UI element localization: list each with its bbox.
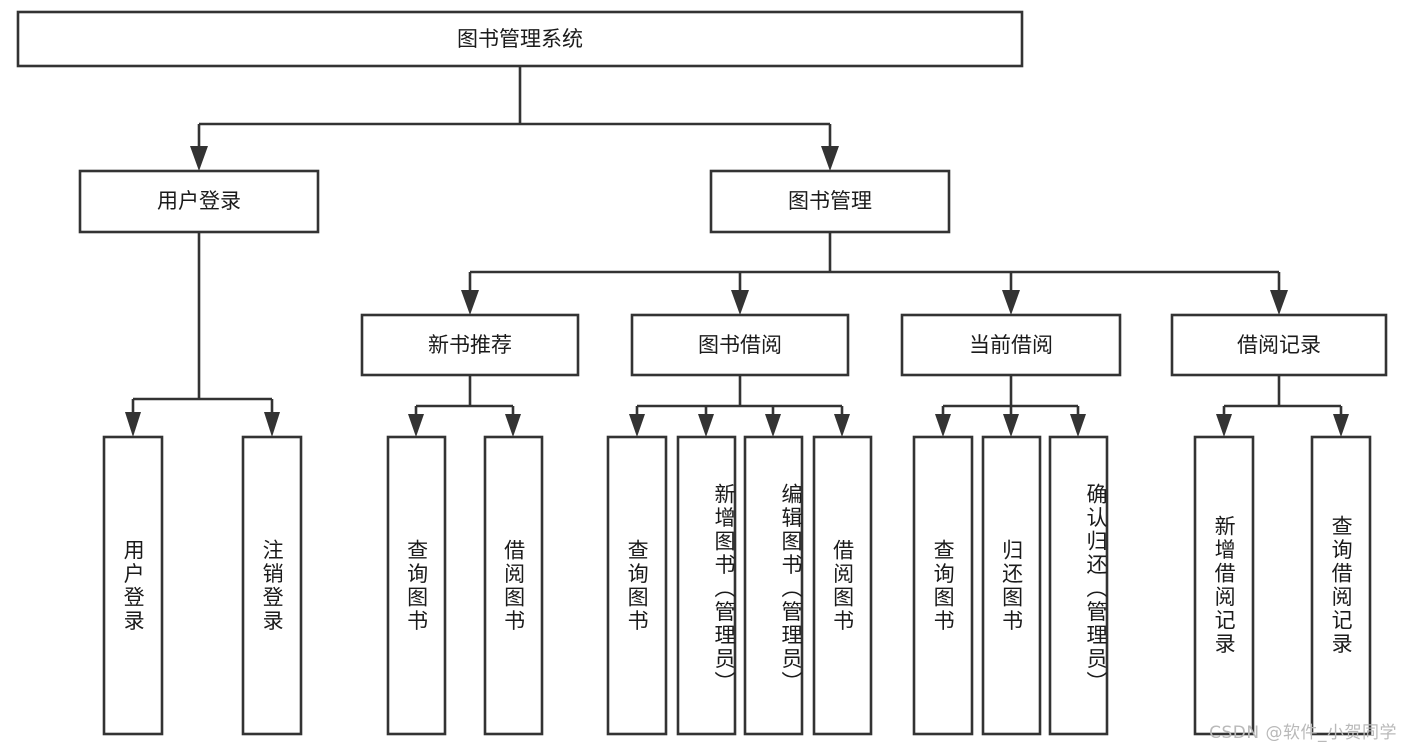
arrow-head-book-mgmt [821,146,839,171]
leaf-box-bb-borrow-book[interactable] [812,435,873,736]
arrow-head-bb-edit-book [765,414,781,437]
node-user-login-box[interactable] [78,169,320,234]
node-current-borrow[interactable]: 当前借阅 [900,313,1122,377]
node-root-box[interactable] [16,10,1024,68]
node-book-borrow-box[interactable] [630,313,850,377]
arrow-head-cb-confirm-return [1070,414,1086,437]
node-new-book-recommend-box[interactable] [360,313,580,377]
connector-group-user-login [125,232,280,437]
arrow-head-bb-add-book [698,414,714,437]
leaf-box-cb-confirm-return[interactable] [1048,435,1109,736]
node-book-borrow-label: 图书借阅 [698,333,782,357]
node-borrow-record[interactable]: 借阅记录 [1170,313,1388,377]
leaf-box-br-query-record[interactable] [1310,435,1372,736]
node-borrow-record-label: 借阅记录 [1237,333,1321,357]
connector-group-new-book-rec [408,375,521,437]
node-new-book-recommend-label: 新书推荐 [428,333,512,357]
leaf-box-user-login[interactable] [102,435,164,736]
arrow-head-leaf-user-login [125,412,141,437]
leaf-nodes-group [102,435,1372,736]
arrow-head-nbr-borrow-book [505,414,521,437]
leaf-box-bb-query-book[interactable] [606,435,668,736]
arrow-head-current-borrow [1002,290,1020,315]
connector-group-borrow-record [1216,375,1349,437]
node-user-login[interactable]: 用户登录 [78,169,320,234]
leaf-box-bb-add-book[interactable] [676,435,737,736]
node-new-book-recommend[interactable]: 新书推荐 [360,313,580,377]
node-root-label: 图书管理系统 [457,27,583,51]
leaf-box-logout[interactable] [241,435,303,736]
connector-group-root [190,66,839,171]
leaf-box-br-add-record[interactable] [1193,435,1255,736]
leaf-box-nbr-borrow-book[interactable] [483,435,544,736]
arrow-head-cb-query-book [935,414,951,437]
arrow-head-user-login [190,146,208,171]
arrow-head-leaf-logout [264,412,280,437]
arrow-head-br-add-record [1216,414,1232,437]
node-book-management-box[interactable] [709,169,951,234]
arrow-head-new-book-rec [461,290,479,315]
node-borrow-record-box[interactable] [1170,313,1388,377]
arrow-head-br-query-record [1333,414,1349,437]
arrow-head-cb-return-book [1003,414,1019,437]
node-current-borrow-label: 当前借阅 [969,333,1053,357]
connector-group-current-borrow [935,375,1086,437]
csdn-watermark: CSDN @软件_小贺同学 [1209,723,1397,743]
leaf-box-bb-edit-book[interactable] [743,435,804,736]
connector-group-book-borrow [629,375,850,437]
arrow-head-bb-borrow-book [834,414,850,437]
node-current-borrow-box[interactable] [900,313,1122,377]
node-root[interactable]: 图书管理系统 [16,10,1024,68]
arrow-head-bb-query-book [629,414,645,437]
leaf-box-nbr-query-book[interactable] [386,435,447,736]
connector-group-book-mgmt [461,232,1288,315]
leaf-box-cb-query-book[interactable] [912,435,974,736]
arrow-head-nbr-query-book [408,414,424,437]
node-user-login-label: 用户登录 [157,189,241,213]
arrow-head-borrow-record [1270,290,1288,315]
arrow-head-book-borrow [731,290,749,315]
node-book-management[interactable]: 图书管理 [709,169,951,234]
node-book-management-label: 图书管理 [788,189,872,213]
node-book-borrow[interactable]: 图书借阅 [630,313,850,377]
leaf-box-cb-return-book[interactable] [981,435,1042,736]
